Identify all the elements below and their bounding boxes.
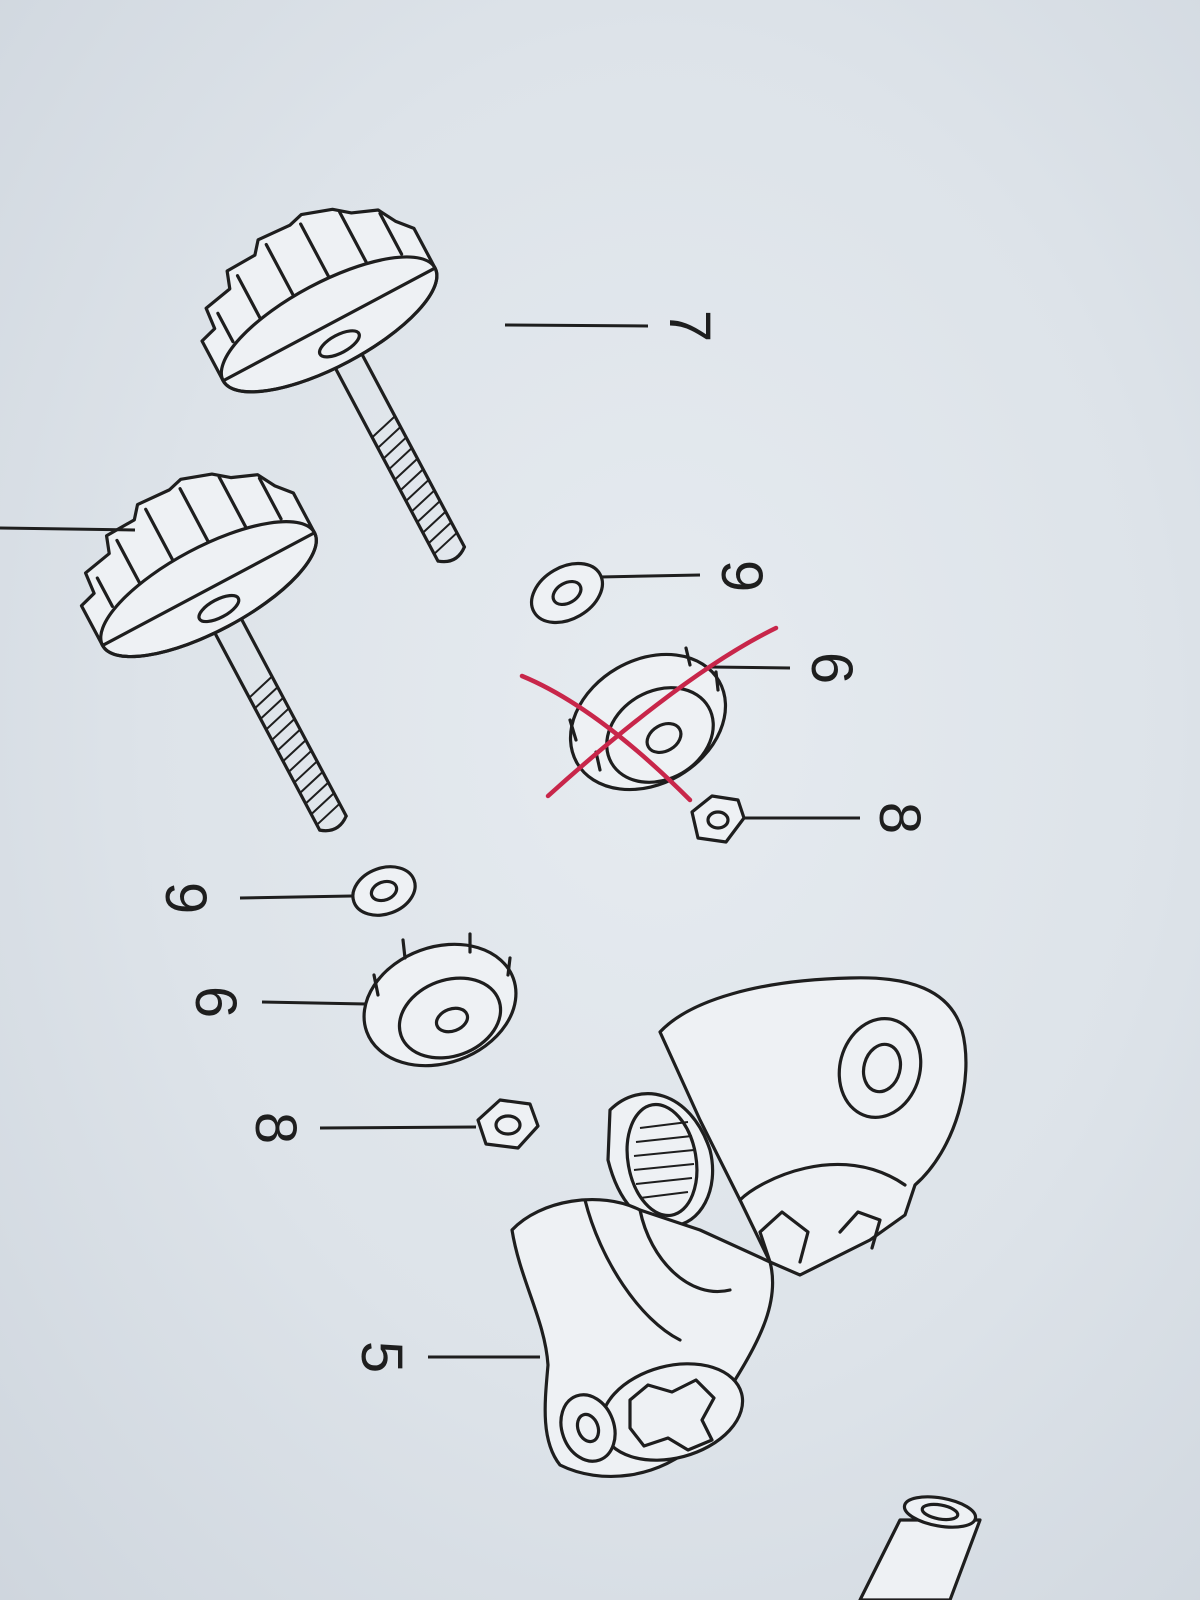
washer-right <box>530 561 604 625</box>
knob-upper-leader <box>504 323 649 328</box>
adjuster-left-leader <box>261 1000 367 1006</box>
pen-cross-mark <box>519 625 779 803</box>
adjuster-nut-right <box>568 646 728 792</box>
adjuster-right-leader <box>709 665 791 670</box>
nut-left-leader <box>319 1125 477 1130</box>
adjuster-left-label: 6 <box>183 986 248 1018</box>
washer-right-label: 9 <box>709 560 774 592</box>
nut-right-label: 8 <box>867 802 932 834</box>
knurled-knob-lower <box>79 472 348 833</box>
bracket-label: 5 <box>349 1341 414 1373</box>
washer-right-leader <box>599 573 701 579</box>
washer-left-leader <box>239 894 353 900</box>
hex-nut-right <box>690 794 746 844</box>
knob-lower-leader <box>0 526 136 532</box>
knob-upper-label: 7 <box>657 310 722 342</box>
adjuster-nut-left <box>362 932 518 1068</box>
washer-left <box>351 865 417 917</box>
washer-left-label: 9 <box>153 882 218 914</box>
adjuster-right-label: 6 <box>799 652 864 684</box>
partial-tube <box>858 1495 982 1600</box>
screw-thread-lower <box>248 675 341 826</box>
derailleur-bracket <box>510 976 968 1479</box>
knurled-knob-upper <box>200 207 467 564</box>
nut-left-label: 8 <box>243 1112 308 1144</box>
screw-thread-upper <box>371 415 458 555</box>
hex-nut-left <box>476 1098 540 1150</box>
